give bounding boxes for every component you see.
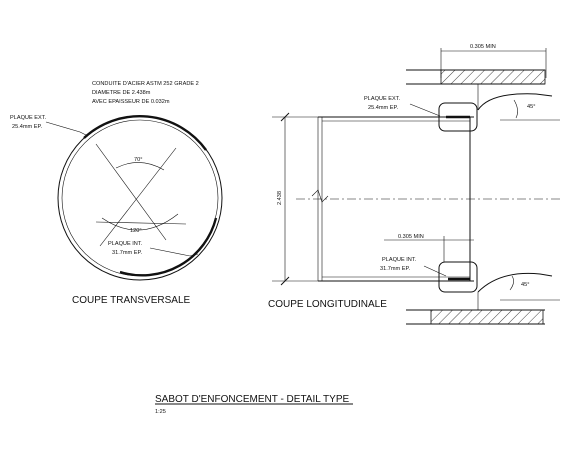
ext-plate-label-2: 25.4mm EP.	[12, 124, 43, 130]
longitudinal-section: 2.438 0.305 MIN 45° PLAQUE EXT. 25.4mm E…	[268, 44, 562, 325]
sheet-scale: 1:25	[155, 409, 166, 415]
angle-arc-bottom	[101, 213, 179, 231]
height-tick-bottom	[280, 276, 290, 286]
ext-plate-callout-box	[438, 102, 478, 132]
break-symbol	[311, 189, 329, 203]
radial-line-2	[99, 147, 177, 247]
angle-bottom-label: 120°	[130, 228, 142, 234]
radial-line-3	[95, 221, 187, 225]
sheet-title-block: SABOT D'ENFONCEMENT - DETAIL TYPE 1:25	[155, 394, 353, 415]
cross-section: CONDUITE D'ACIER ASTM 252 GRADE 2 DIAMET…	[10, 81, 223, 306]
bevel-curve-bottom	[477, 272, 553, 293]
external-plate-arc	[83, 115, 207, 151]
height-tick-top	[280, 112, 290, 122]
long-ext-plate-label-2: 25.4mm EP.	[368, 105, 399, 111]
ext-plate-leader	[45, 121, 89, 137]
bevel-angle-bottom-label: 45°	[521, 282, 529, 288]
radial-line-1	[95, 143, 167, 241]
sheet-title: SABOT D'ENFONCEMENT - DETAIL TYPE	[155, 394, 349, 405]
shoe-top-hatch	[440, 69, 546, 85]
long-int-plate-label-2: 31.7mm EP.	[380, 266, 411, 272]
long-int-plate-label-1: PLAQUE INT.	[382, 257, 417, 263]
longitudinal-section-title: COUPE LONGITUDINALE	[268, 299, 387, 310]
pipe-note-line1: CONDUITE D'ACIER ASTM 252 GRADE 2	[92, 81, 199, 87]
bevel-angle-top-label: 45°	[527, 104, 535, 110]
int-plate-label-1: PLAQUE INT.	[108, 241, 143, 247]
pipe-note-line2: DIAMETRE DE 2.438m	[92, 90, 151, 96]
pipe-note-line3: AVEC EPAISSEUR DE 0.032m	[92, 99, 170, 105]
long-ext-plate-label-1: PLAQUE EXT.	[364, 96, 401, 102]
int-plate-label-2: 31.7mm EP.	[112, 250, 143, 256]
long-ext-plate-leader	[409, 103, 441, 117]
ext-plate-label-1: PLAQUE EXT.	[10, 115, 47, 121]
bevel-curve-top	[477, 93, 553, 111]
long-int-plate-leader	[423, 265, 447, 277]
shoe-bottom-hatch	[430, 309, 544, 325]
bevel-angle-arc-bottom	[509, 275, 514, 291]
height-dimension-text: 2.438	[277, 191, 283, 205]
mid-dimension-text: 0.305 MIN	[398, 234, 424, 240]
cross-section-title: COUPE TRANSVERSALE	[72, 295, 191, 306]
int-plate-callout-box	[438, 261, 478, 293]
angle-arc-top	[115, 162, 165, 171]
top-dimension-text: 0.305 MIN	[470, 44, 496, 50]
int-plate-leader	[149, 247, 199, 257]
internal-plate-arc	[119, 217, 218, 277]
bevel-angle-arc-top	[513, 99, 518, 119]
angle-top-label: 70°	[134, 157, 142, 163]
